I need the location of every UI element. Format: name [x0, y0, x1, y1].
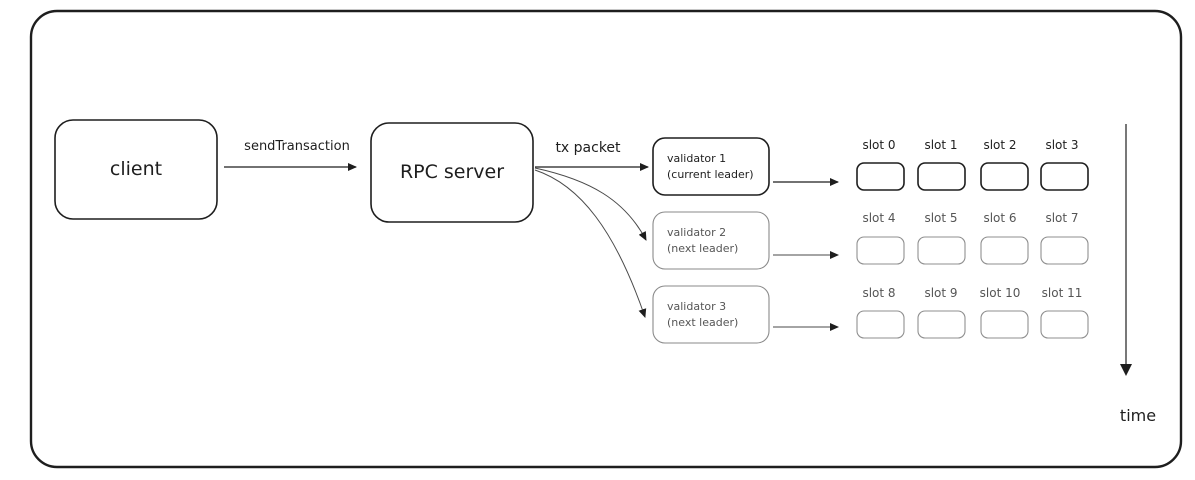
slot-11-box	[1040, 310, 1089, 339]
slot-8-label: slot 8	[862, 286, 895, 300]
slot-9-label: slot 9	[924, 286, 957, 300]
slot-row-2: slot 4 slot 5 slot 6 slot 7	[856, 211, 1089, 265]
slot-1-box	[917, 162, 966, 191]
time-axis-arrowhead	[1120, 364, 1132, 376]
validator-3-box	[652, 285, 770, 344]
validator-2-role: (next leader)	[667, 242, 738, 255]
client-label: client	[110, 158, 162, 180]
time-axis-label: time	[1120, 406, 1156, 425]
send-transaction-label: sendTransaction	[244, 139, 350, 154]
slot-5-label: slot 5	[924, 211, 957, 225]
slot-10-label: slot 10	[980, 286, 1021, 300]
validator-3-node: validator 3 (next leader)	[652, 285, 770, 344]
rpc-to-validator-3-arrow	[534, 169, 647, 318]
time-axis: time	[1120, 124, 1156, 425]
slot-10-box	[980, 310, 1029, 339]
slot-8-box	[856, 310, 905, 339]
slot-0-label: slot 0	[862, 138, 895, 152]
validator-3-title: validator 3	[667, 300, 726, 313]
client-node: client	[54, 119, 218, 220]
validator-1-box	[652, 137, 770, 196]
slot-3-label: slot 3	[1045, 138, 1078, 152]
validator-3-role: (next leader)	[667, 316, 738, 329]
diagram-frame	[29, 9, 1183, 469]
slot-row-3: slot 8 slot 9 slot 10 slot 11	[856, 286, 1089, 339]
slot-3-box	[1040, 162, 1089, 191]
rpc-server-node: RPC server	[370, 122, 534, 223]
slot-1-label: slot 1	[924, 138, 957, 152]
tx-packet-label: tx packet	[555, 140, 621, 156]
validator-1-role: (current leader)	[667, 168, 754, 181]
slot-0-box	[856, 162, 905, 191]
slot-7-box	[1040, 236, 1089, 265]
client-box	[54, 119, 218, 220]
rpc-server-box	[370, 122, 534, 223]
validator-2-node: validator 2 (next leader)	[652, 211, 770, 270]
slot-5-box	[917, 236, 966, 265]
slot-4-label: slot 4	[862, 211, 895, 225]
slot-2-label: slot 2	[983, 138, 1016, 152]
slot-7-label: slot 7	[1045, 211, 1078, 225]
validator-2-title: validator 2	[667, 226, 726, 239]
validator-1-title: validator 1	[667, 152, 726, 165]
send-transaction-edge: sendTransaction	[224, 139, 357, 171]
validator-1-node: validator 1 (current leader)	[652, 137, 770, 196]
slot-2-box	[980, 162, 1029, 191]
slot-9-box	[917, 310, 966, 339]
rpc-server-label: RPC server	[400, 161, 504, 183]
slot-11-label: slot 11	[1042, 286, 1083, 300]
slot-6-label: slot 6	[983, 211, 1016, 225]
slot-row-1: slot 0 slot 1 slot 2 slot 3	[856, 138, 1089, 191]
rpc-to-validator-2-arrow	[534, 167, 647, 241]
slot-6-box	[980, 236, 1029, 265]
validator-2-box	[652, 211, 770, 270]
slot-4-box	[856, 236, 905, 265]
